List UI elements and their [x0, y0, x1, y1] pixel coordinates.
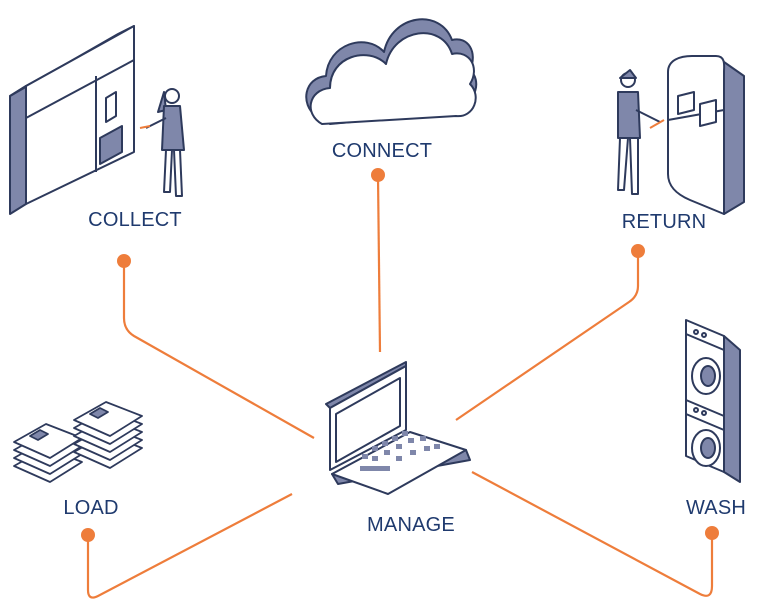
load-label: LOAD	[63, 497, 119, 519]
manage-label: MANAGE	[367, 514, 455, 536]
node-dot-load	[81, 528, 95, 542]
node-dot-wash	[705, 526, 719, 540]
connector-wash-manage	[471, 471, 714, 597]
wash-label: WASH	[685, 497, 747, 519]
locker-icon	[667, 55, 745, 215]
laptop-icon	[325, 361, 471, 495]
node-dot-connect	[371, 168, 385, 182]
connect-label: CONNECT	[331, 140, 433, 162]
washer-dryer-icon	[685, 319, 741, 483]
node-dot-collect	[117, 254, 131, 268]
connector-collect-manage	[122, 262, 315, 439]
node-dot-return	[631, 244, 645, 258]
connector-return-manage	[455, 252, 640, 421]
connector-connect-manage	[376, 175, 382, 353]
folded-clothes-icon	[13, 401, 143, 483]
kiosk-icon	[9, 25, 135, 215]
collect-label: COLLECT	[88, 209, 182, 231]
man-figure-icon	[617, 69, 665, 195]
cloud-icon	[305, 18, 478, 125]
connector-load-manage	[86, 493, 293, 599]
woman-figure-icon	[139, 88, 185, 197]
return-label: RETURN	[621, 211, 707, 233]
